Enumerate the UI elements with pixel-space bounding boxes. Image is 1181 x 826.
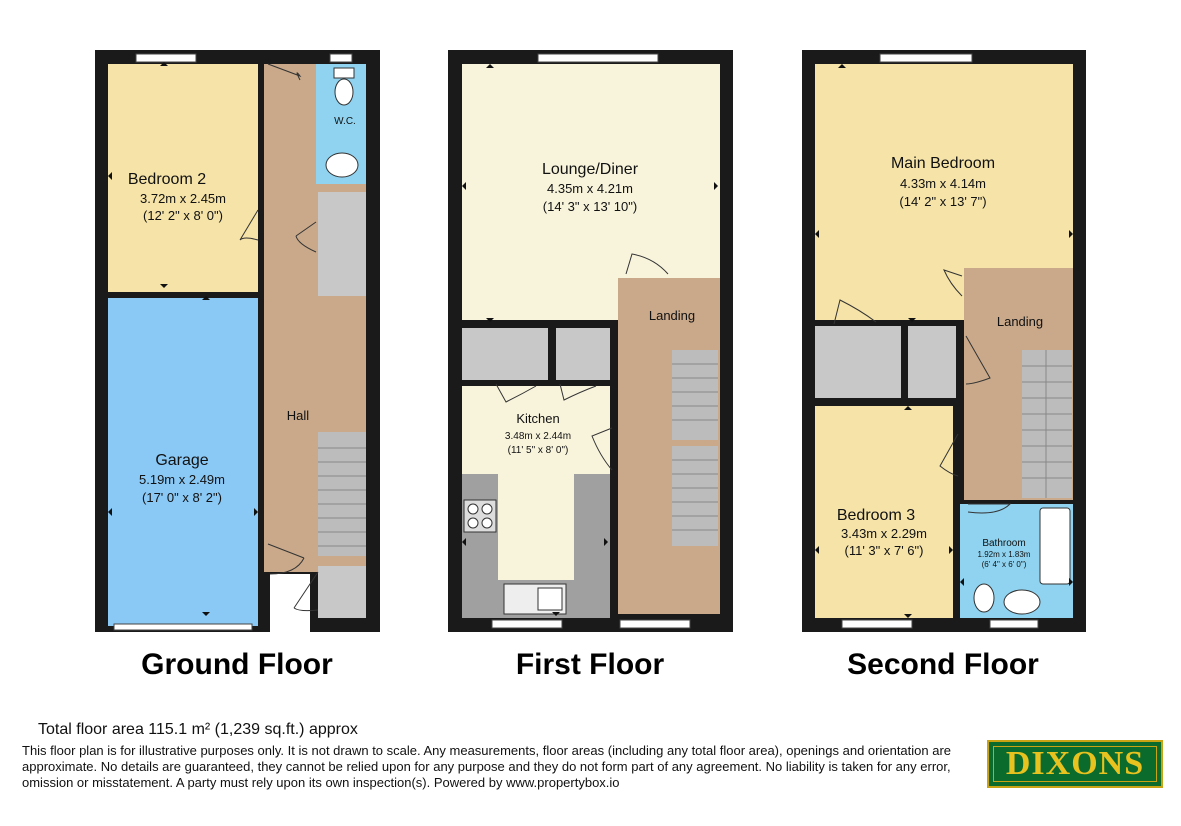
- bathroom-dim-metric: 1.92m x 1.83m: [978, 550, 1031, 559]
- second-landing-name: Landing: [997, 314, 1043, 329]
- bath-icon: [1039, 507, 1071, 585]
- garage-door-icon: [113, 623, 253, 631]
- second-floor-title: Second Floor: [847, 648, 1039, 681]
- second-store-1: [815, 326, 901, 398]
- bedroom2-name: Bedroom 2: [128, 171, 206, 188]
- second-stairs: [1022, 350, 1072, 498]
- first-dimension-arrows: [462, 64, 718, 616]
- porch-entrance: [270, 574, 310, 632]
- wc-toilet-icon: [334, 78, 354, 106]
- lounge-window-icon: [537, 53, 659, 63]
- cupboard-door-swing-icon: [295, 221, 317, 253]
- first-stairs-lower: [672, 446, 718, 546]
- second-floor-plan: Main Bedroom 4.33m x 4.14m (14' 2" x 13'…: [802, 50, 1086, 681]
- first-store-1: [462, 328, 548, 380]
- wc-name: W.C.: [334, 116, 356, 127]
- landing-store-door-swing-icon: [965, 335, 991, 385]
- bathroom-basin-icon: [1003, 589, 1041, 615]
- bedroom3-window-icon: [841, 619, 913, 629]
- bedroom3-door-swing-icon: [939, 433, 959, 477]
- total-floor-area: Total floor area 115.1 m² (1,239 sq.ft.)…: [38, 721, 358, 738]
- first-stairs-upper: [672, 350, 718, 440]
- bedroom2-dim-metric: 3.72m x 2.45m: [140, 191, 226, 206]
- garage-room: [108, 298, 258, 626]
- hall-door-swing-icon: [267, 63, 302, 81]
- garage-name: Garage: [155, 452, 208, 469]
- kitchen-dim-metric: 3.48m x 2.44m: [505, 431, 571, 442]
- porch-cupboard: [318, 566, 366, 618]
- first-stair-treads: [672, 363, 718, 531]
- lounge-dim-imperial: (14' 3" x 13' 10"): [543, 199, 637, 214]
- wc-cistern-icon: [333, 67, 355, 79]
- first-floor-title: First Floor: [516, 648, 665, 681]
- bathroom-window-icon: [989, 619, 1039, 629]
- bathroom-dim-imperial: (6' 4" x 6' 0"): [982, 560, 1027, 569]
- floor-plan-diagram: Bedroom 2 3.72m x 2.45m (12' 2" x 8' 0")…: [95, 50, 1086, 681]
- bedroom3-dim-metric: 3.43m x 2.29m: [841, 526, 927, 541]
- lounge-dim-metric: 4.35m x 4.21m: [547, 181, 633, 196]
- kitchen-dim-imperial: (11' 5" x 8' 0"): [508, 445, 569, 456]
- bedroom3-name: Bedroom 3: [837, 507, 915, 524]
- garage-dim-metric: 5.19m x 2.49m: [139, 472, 225, 487]
- bedroom3-dim-imperial: (11' 3" x 7' 6"): [845, 543, 924, 558]
- kitchen-counter-right: [574, 474, 610, 618]
- ground-floor-title: Ground Floor: [141, 648, 333, 681]
- main-bedroom-window-icon: [879, 53, 973, 63]
- main-bedroom-dim-imperial: (14' 2" x 13' 7"): [899, 194, 986, 209]
- porch-door-swing-icon: [293, 571, 319, 612]
- store2-door-swing-icon: [559, 383, 597, 401]
- hall-name: Hall: [287, 408, 310, 423]
- lounge-door-swing-icon: [625, 253, 669, 275]
- front-door-swing-icon: [267, 543, 305, 575]
- ground-stair-treads: [318, 447, 366, 547]
- hall-lower-room: [264, 300, 320, 572]
- kitchen-door-swing-icon: [591, 427, 613, 471]
- landing-window-icon: [619, 619, 691, 629]
- dixons-logo-text: DIXONS: [993, 745, 1157, 782]
- main-bedroom-name: Main Bedroom: [891, 155, 995, 172]
- bathroom-name: Bathroom: [982, 538, 1025, 549]
- store1-door-swing-icon: [495, 383, 537, 403]
- wc-window-icon: [329, 53, 353, 63]
- main-bedroom-dim-metric: 4.33m x 4.14m: [900, 176, 986, 191]
- lounge-name: Lounge/Diner: [542, 161, 639, 178]
- wc-basin-icon: [325, 152, 359, 178]
- sink-icon: [503, 583, 567, 615]
- disclaimer-text: This floor plan is for illustrative purp…: [22, 743, 952, 790]
- garage-dim-imperial: (17' 0" x 8' 2"): [142, 490, 222, 505]
- ground-dimension-arrows: [108, 62, 258, 616]
- bedroom2-room: [108, 64, 258, 292]
- hob-icon: [463, 499, 497, 533]
- kitchen-name: Kitchen: [516, 411, 559, 426]
- bedroom3-room: [815, 406, 953, 618]
- ground-floor-plan: Bedroom 2 3.72m x 2.45m (12' 2" x 8' 0")…: [95, 50, 380, 681]
- dixons-logo: DIXONS: [987, 740, 1163, 788]
- hall-cupboard: [318, 192, 366, 296]
- first-store-2: [556, 328, 610, 380]
- second-store-2: [908, 326, 956, 398]
- first-floor-plan: Lounge/Diner 4.35m x 4.21m (14' 3" x 13'…: [448, 50, 733, 681]
- lounge-room: [462, 64, 720, 320]
- second-dimension-arrows: [815, 64, 1073, 618]
- bedroom2-window-icon: [135, 53, 197, 63]
- second-stair-treads: [1022, 350, 1072, 498]
- bathroom-toilet-icon: [973, 583, 995, 613]
- bathroom-door-swing-icon: [967, 503, 1012, 514]
- kitchen-window-icon: [491, 619, 563, 629]
- bedroom2-door-swing-icon: [239, 209, 259, 241]
- store-door-swing-icon: [833, 299, 877, 325]
- bedroom2-dim-imperial: (12' 2" x 8' 0"): [143, 208, 223, 223]
- first-landing-name: Landing: [649, 308, 695, 323]
- ground-stairs: [318, 432, 366, 556]
- main-bedroom-door-swing-icon: [943, 269, 963, 297]
